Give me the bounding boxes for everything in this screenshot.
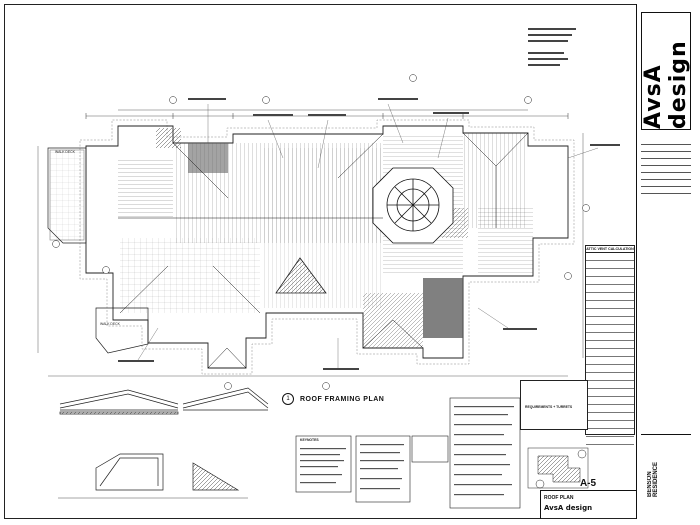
callout-leaders [137,103,599,368]
turret-octagon [372,167,454,244]
dimension-lines [37,109,584,377]
eave-lines [79,119,575,375]
walk-deck-lower-label: WALK DECK [100,322,120,326]
drawing-title-text: ROOF FRAMING PLAN [300,395,385,403]
brand-logo-text: AvsA design [641,40,691,129]
walk-deck-upper-label: WALK DECK [55,150,75,154]
title-block: AvsA design BENSON RESIDENCE [636,4,694,519]
project-name: BENSON RESIDENCE [647,461,659,497]
project-info: BENSON RESIDENCE [641,434,691,497]
attic-vent-calculation-box: ATTIC VENT CALCULATION [585,245,635,445]
sheet-info-box [540,490,636,519]
callout-notes [118,28,620,370]
center-gable [275,257,327,294]
revision-table [641,138,691,194]
sheet-number: A-5 [579,478,597,489]
grid-bubbles [52,74,590,390]
sheet-title: ROOF PLAN [544,495,574,501]
walk-deck-lower [95,307,149,354]
roof-section-details [58,387,269,499]
attic-vent-calculation-title: ATTIC VENT CALCULATION [586,247,634,253]
requirements-box: REQUIREMENTS + TURRETS [520,380,588,430]
walk-deck-upper [47,147,87,244]
brand-logo: AvsA design [641,12,691,130]
rafter-areas [118,128,533,348]
roof-framing-plan-drawing [37,28,620,509]
keynotes-title: KEYNOTES [300,438,319,442]
ridge-lines [118,132,529,369]
drawing-number: 1 [282,393,294,405]
brand-small-logo: AvsA design [544,504,593,512]
keynote-lines [300,406,514,496]
drawing-title: 1 ROOF FRAMING PLAN [282,393,384,405]
building-outline [85,125,569,369]
requirements-title: REQUIREMENTS + TURRETS [525,405,573,409]
key-plan [527,447,589,489]
